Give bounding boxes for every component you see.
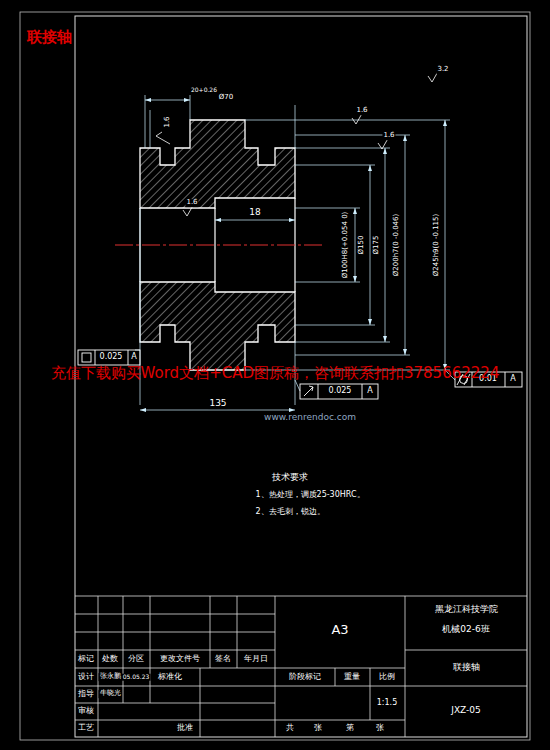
drawing-title: 联接轴 xyxy=(27,28,72,47)
roughness: 1.6 xyxy=(382,132,395,140)
note-heading: 技术要求 xyxy=(271,473,309,483)
table-cell: 张永鹏 xyxy=(99,673,122,681)
roughness: 1.6 xyxy=(185,199,198,207)
dimension: Ø70 xyxy=(218,94,234,102)
dimension: Ø245h9(0 -0.115) xyxy=(433,213,441,277)
table-cell: 年月日 xyxy=(243,655,269,664)
title-cell: JXZ-05 xyxy=(450,706,482,716)
table-cell: 第 xyxy=(345,724,355,733)
datum: A xyxy=(509,375,516,384)
dimension: Ø200h7(0 -0.046) xyxy=(393,213,401,277)
table-cell: 指导 xyxy=(77,690,95,699)
table-cell: 比例 xyxy=(378,673,396,682)
dimension: 18 xyxy=(248,208,261,218)
table-cell: 张 xyxy=(313,724,323,733)
table-cell: 批准 xyxy=(176,724,194,733)
watermark: 充值下载购买Word文档+CAD图原稿，咨询联系扣扣3785662224 xyxy=(50,365,501,382)
title-cell: 黑龙江科技学院 xyxy=(434,605,499,615)
title-cell: A3 xyxy=(330,623,349,637)
table-cell: 审核 xyxy=(77,707,95,716)
roughness: 3.2 xyxy=(436,66,449,74)
table-cell: 05.05.23 xyxy=(122,674,151,681)
title-cell: 联接轴 xyxy=(452,663,481,673)
dimension: Ø100H8(+0.054 0) xyxy=(342,211,350,280)
roughness: 1.6 xyxy=(164,115,172,128)
table-cell: 张 xyxy=(375,724,385,733)
note: 2、去毛刺，锐边。 xyxy=(254,508,325,517)
dimension: 135 xyxy=(208,399,227,409)
datum: A xyxy=(130,353,137,362)
table-cell: 分区 xyxy=(127,655,145,664)
watermark: www.renrendoc.com xyxy=(263,413,357,423)
note: 1、热处理，调质25-30HRC。 xyxy=(254,491,365,500)
roughness: 1.6 xyxy=(355,107,368,115)
table-cell: 处数 xyxy=(101,655,119,664)
tolerance: 0.025 xyxy=(99,353,124,362)
table-cell: 牛晓光 xyxy=(99,690,122,698)
table-cell: 工艺 xyxy=(77,724,95,733)
table-cell: 签名 xyxy=(214,655,232,664)
dimension: Ø175 xyxy=(373,235,381,256)
dimension: Ø150 xyxy=(358,235,366,256)
table-cell: 更改文件号 xyxy=(159,655,201,664)
tolerance: 0.025 xyxy=(328,387,353,396)
datum: A xyxy=(366,387,373,396)
table-cell: 阶段标记 xyxy=(288,673,322,682)
table-cell: 标记 xyxy=(77,655,95,664)
table-cell: 标准化 xyxy=(157,673,183,682)
dimension: 20+0.26 xyxy=(190,87,218,94)
table-cell: 重量 xyxy=(343,673,361,682)
table-cell: 1:1.5 xyxy=(376,699,399,708)
table-cell: 共 xyxy=(285,724,295,733)
table-cell: 设计 xyxy=(77,673,95,682)
title-cell: 机械02-6班 xyxy=(441,625,490,635)
